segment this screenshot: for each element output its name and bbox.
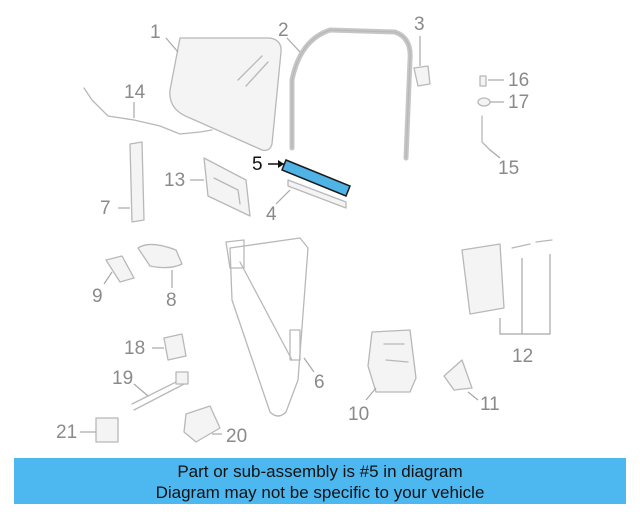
part-5-weatherstrip-highlighted[interactable] (281, 159, 351, 197)
callout-6[interactable]: 6 (314, 372, 325, 393)
part-8-outside-handle[interactable] (137, 243, 183, 269)
part-2-glass-run-channel[interactable] (289, 27, 413, 161)
callout-10[interactable]: 10 (348, 404, 369, 425)
callout-18[interactable]: 18 (124, 338, 145, 359)
callout-7[interactable]: 7 (100, 198, 111, 219)
callout-13[interactable]: 13 (164, 170, 185, 191)
callout-20[interactable]: 20 (226, 426, 247, 447)
leader-9 (103, 271, 113, 285)
leader-1 (165, 37, 179, 53)
callout-9[interactable]: 9 (92, 286, 103, 307)
part-13-inside-handle[interactable] (203, 157, 251, 217)
callout-14[interactable]: 14 (124, 82, 146, 103)
callout-16[interactable]: 16 (508, 70, 529, 91)
part-6-window-regulator[interactable] (225, 237, 309, 417)
part-21-clip[interactable] (95, 417, 119, 443)
banner-line-disclaimer: Diagram may not be specific to your vehi… (155, 483, 485, 502)
leader-19 (133, 383, 149, 397)
callout-11[interactable]: 11 (480, 394, 500, 415)
part-16-lock-knob[interactable] (479, 75, 487, 87)
leader-4 (275, 189, 291, 205)
part-20-bracket[interactable] (183, 405, 221, 443)
info-banner-background (14, 458, 626, 504)
part-4-lower-channel[interactable] (287, 179, 347, 209)
callout-5[interactable]: 5 (252, 154, 263, 175)
part-12-lock-assembly[interactable] (461, 239, 553, 315)
part-1-door-glass[interactable] (169, 37, 282, 152)
part-3-clip[interactable] (413, 65, 431, 87)
callout-2[interactable]: 2 (278, 20, 289, 41)
callout-4[interactable]: 4 (266, 204, 277, 225)
part-19-door-check[interactable] (131, 371, 189, 411)
callout-1[interactable]: 1 (150, 22, 161, 43)
banner-line-part-number: Part or sub-assembly is #5 in diagram (177, 462, 463, 481)
callout-15[interactable]: 15 (498, 158, 519, 179)
leader-12 (499, 254, 551, 335)
info-banner: Part or sub-assembly is #5 in diagram Di… (14, 458, 626, 504)
part-15-rod-clip[interactable] (481, 115, 491, 151)
callout-19[interactable]: 19 (112, 368, 133, 389)
callout-17[interactable]: 17 (508, 92, 529, 113)
part-14-lock-rod[interactable] (83, 87, 213, 135)
leader-6 (303, 357, 315, 373)
leader-2 (286, 37, 301, 53)
leader-5-arrow (278, 160, 284, 168)
callout-12[interactable]: 12 (512, 346, 533, 367)
callout-21[interactable]: 21 (56, 422, 77, 443)
part-7-door-hinge[interactable] (129, 141, 145, 223)
callout-3[interactable]: 3 (414, 14, 425, 35)
callout-8[interactable]: 8 (166, 290, 177, 311)
part-11-striker[interactable] (443, 359, 473, 391)
part-9-handle-bezel[interactable] (105, 255, 135, 283)
leader-15 (489, 149, 501, 159)
leader-10 (365, 387, 377, 401)
part-10-door-latch[interactable] (367, 329, 417, 393)
part-18-check-bracket[interactable] (163, 333, 187, 361)
part-17-grommet[interactable] (477, 97, 491, 107)
leader-11 (467, 391, 479, 401)
